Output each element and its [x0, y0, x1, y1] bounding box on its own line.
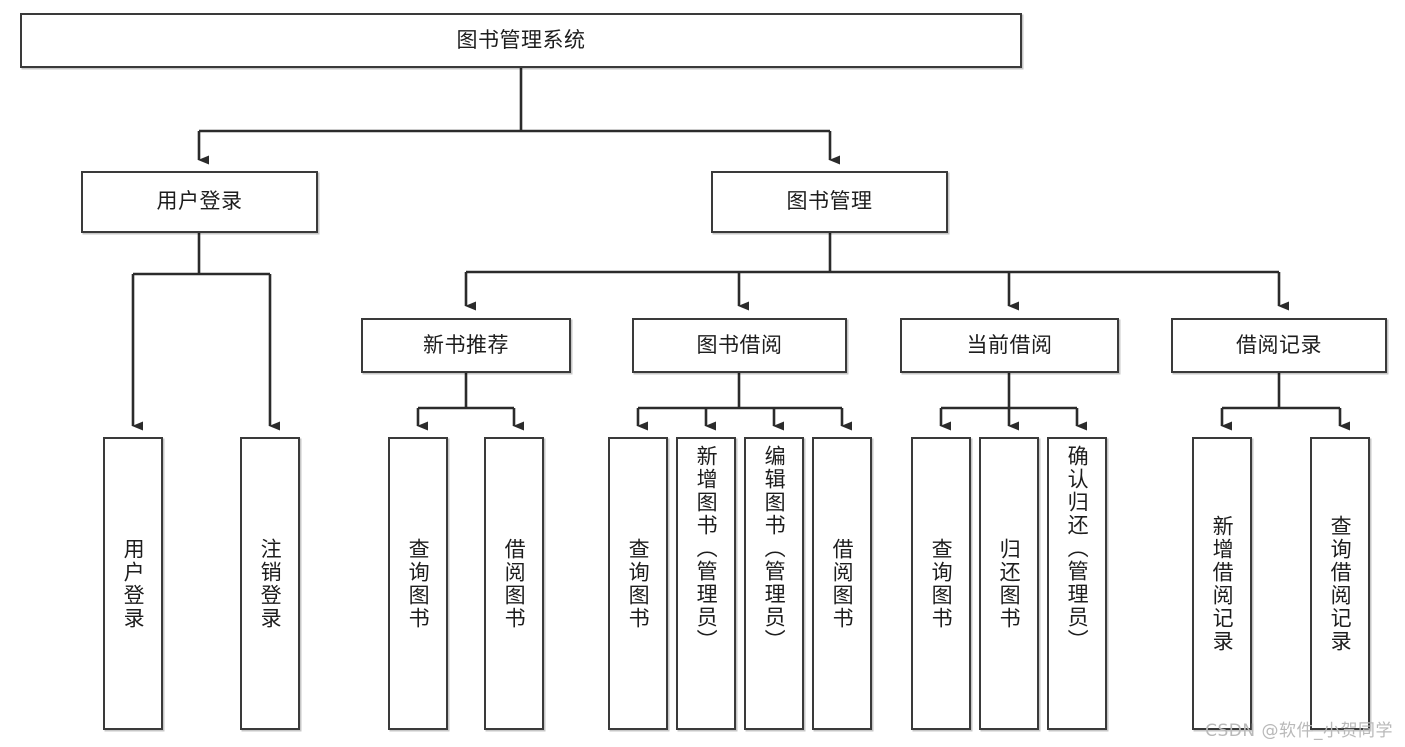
node-borrow-records[interactable]: 借阅记录: [1171, 318, 1387, 373]
leaf-query-book-borrow-label: 查询图书: [626, 537, 651, 630]
leaf-user-login-label: 用户登录: [121, 537, 146, 630]
leaf-confirm-return-admin-label: 确认归还（管理员）: [1065, 445, 1090, 652]
leaf-query-book-current[interactable]: 查询图书: [911, 437, 971, 730]
node-root-label: 图书管理系统: [456, 27, 586, 52]
node-user-login-label: 用户登录: [156, 189, 243, 214]
leaf-borrow-book-borrow[interactable]: 借阅图书: [812, 437, 872, 730]
node-book-borrow[interactable]: 图书借阅: [632, 318, 847, 373]
node-root[interactable]: 图书管理系统: [20, 13, 1022, 68]
leaf-query-borrow-record-label: 查询借阅记录: [1328, 514, 1353, 653]
node-book-borrow-label: 图书借阅: [696, 332, 783, 357]
leaf-edit-book-admin[interactable]: 编辑图书（管理员）: [744, 437, 804, 730]
leaf-query-book-newbook-label: 查询图书: [406, 537, 431, 630]
leaf-edit-book-admin-label: 编辑图书（管理员）: [762, 445, 787, 652]
node-book-management-label: 图书管理: [786, 189, 873, 214]
leaf-query-book-current-label: 查询图书: [929, 537, 954, 630]
leaf-logout-label: 注销登录: [258, 537, 283, 630]
leaf-return-book[interactable]: 归还图书: [979, 437, 1039, 730]
leaf-query-book-newbook[interactable]: 查询图书: [388, 437, 448, 730]
leaf-borrow-book-newbook-label: 借阅图书: [502, 537, 527, 630]
node-new-book-recommend[interactable]: 新书推荐: [361, 318, 571, 373]
node-current-borrow-label: 当前借阅: [966, 332, 1053, 357]
leaf-add-book-admin-label: 新增图书（管理员）: [694, 445, 719, 652]
node-user-login[interactable]: 用户登录: [81, 171, 318, 233]
leaf-borrow-book-newbook[interactable]: 借阅图书: [484, 437, 544, 730]
node-current-borrow[interactable]: 当前借阅: [900, 318, 1119, 373]
leaf-return-book-label: 归还图书: [997, 537, 1022, 630]
node-new-book-recommend-label: 新书推荐: [423, 332, 509, 357]
node-book-management[interactable]: 图书管理: [711, 171, 948, 233]
leaf-add-borrow-record[interactable]: 新增借阅记录: [1192, 437, 1252, 730]
leaf-query-borrow-record[interactable]: 查询借阅记录: [1310, 437, 1370, 730]
leaf-add-borrow-record-label: 新增借阅记录: [1210, 514, 1235, 653]
leaf-add-book-admin[interactable]: 新增图书（管理员）: [676, 437, 736, 730]
leaf-user-login[interactable]: 用户登录: [103, 437, 163, 730]
node-borrow-records-label: 借阅记录: [1236, 332, 1322, 357]
leaf-logout[interactable]: 注销登录: [240, 437, 300, 730]
leaf-query-book-borrow[interactable]: 查询图书: [608, 437, 668, 730]
leaf-borrow-book-borrow-label: 借阅图书: [830, 537, 855, 630]
csdn-watermark: CSDN @软件_小贺同学: [1205, 721, 1393, 741]
leaf-confirm-return-admin[interactable]: 确认归还（管理员）: [1047, 437, 1107, 730]
